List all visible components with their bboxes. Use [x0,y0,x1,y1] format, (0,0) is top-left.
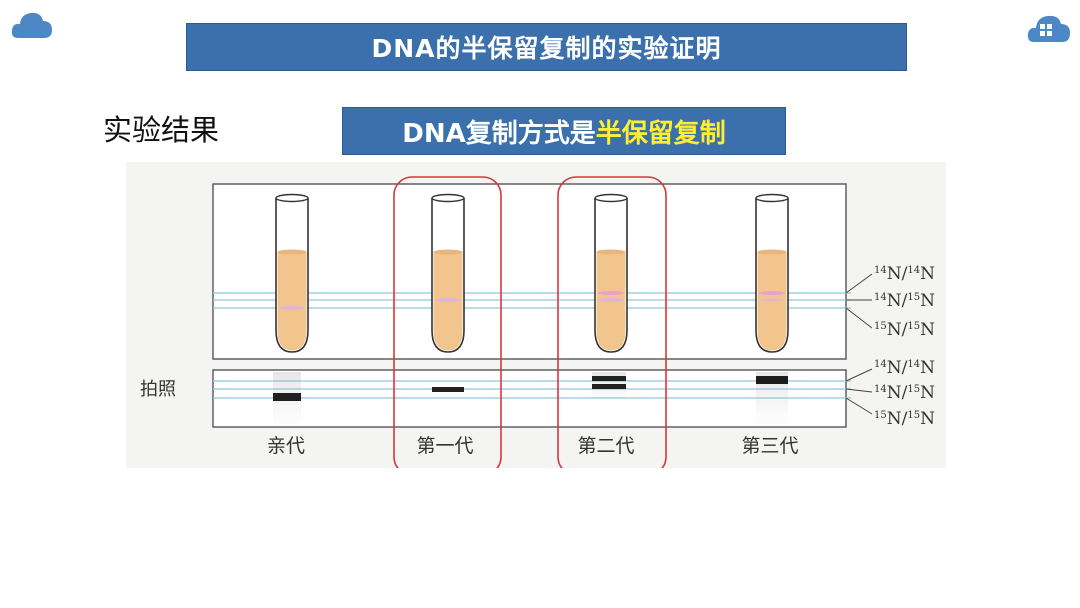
experiment-diagram: 14N/14N 14N/15N 15N/15N 拍照 [140,176,935,468]
test-tube-gen1 [431,193,465,353]
photo-label-15-15: 15N/15N [874,409,935,429]
tube-label-14-15: 14N/15N [874,291,935,311]
tube-label-14-14: 14N/14N [874,264,935,284]
highlight-ring-gen1 [393,176,502,468]
test-tube-parent [275,193,309,353]
photo-band-gen3 [756,372,788,424]
highlight-ring-gen2 [557,176,667,468]
tube-label-15-15: 15N/15N [874,320,935,340]
generation-label-parent: 亲代 [267,435,305,457]
cloud-icon [11,12,52,38]
page-title: DNA的半保留复制的实验证明 [186,23,907,71]
photo-label: 拍照 [140,379,176,400]
photo-guide-lines [213,380,851,399]
generation-labels: 亲代 第一代 第二代 第三代 [267,435,799,457]
tube-panel [212,183,847,360]
section-label: 实验结果 [103,113,220,147]
photo-band-parent [273,372,301,424]
photo-label-14-14: 14N/14N [874,358,935,378]
experiment-figure: 14N/14N 14N/15N 15N/15N 拍照 [126,162,946,468]
generation-label-gen3: 第三代 [741,435,798,457]
test-tube-gen3 [755,193,789,353]
conclusion-prefix: DNA复制方式是 [402,118,596,149]
generation-label-gen2: 第二代 [577,435,634,457]
conclusion-banner: DNA复制方式是半保留复制 [342,107,786,155]
test-tube-gen2 [594,193,628,353]
tube-density-labels: 14N/14N 14N/15N 15N/15N [845,264,935,340]
photo-label-14-15: 14N/15N [874,383,935,403]
tube-guide-lines [213,292,851,309]
photo-band-gen2 [592,372,626,400]
page-title-text: DNA的半保留复制的实验证明 [371,34,722,63]
cloud-icon [1027,15,1070,42]
photo-band-gen1 [432,387,464,392]
conclusion-highlight: 半保留复制 [595,118,726,149]
photo-density-labels: 14N/14N 14N/15N 15N/15N [845,358,935,429]
generation-label-gen1: 第一代 [416,435,473,457]
